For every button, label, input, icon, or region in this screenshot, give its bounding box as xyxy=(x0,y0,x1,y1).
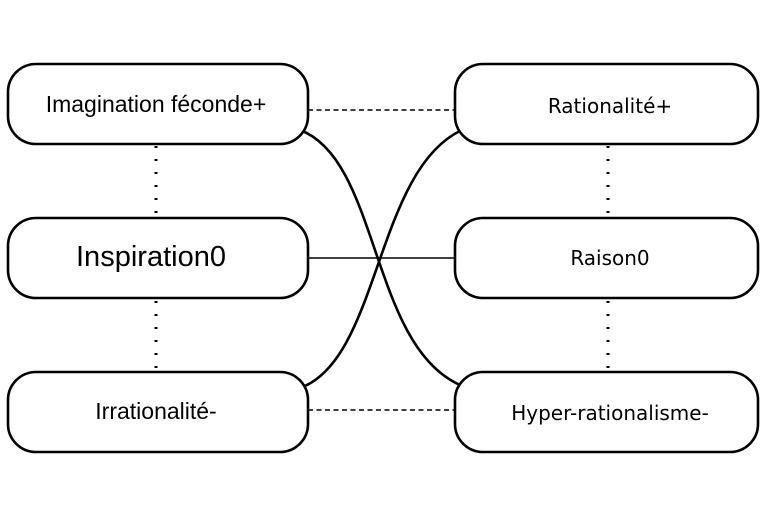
node-label: Inspiration0 xyxy=(76,241,226,273)
node-raison: Raison0 xyxy=(453,216,760,300)
node-box xyxy=(453,62,760,146)
node-irrationalite: Irrationalité- xyxy=(6,370,310,454)
curve-imagination-to-hyper-rationalisme xyxy=(299,128,461,387)
node-box xyxy=(6,216,310,300)
node-box xyxy=(6,370,310,454)
node-label: Irrationalité- xyxy=(95,398,216,424)
node-label: Imagination féconde+ xyxy=(46,91,267,117)
node-label: Rationalité+ xyxy=(548,94,672,118)
node-rationalite: Rationalité+ xyxy=(453,62,760,146)
node-inspiration: Inspiration0 xyxy=(6,216,310,300)
node-box xyxy=(453,216,760,300)
node-imagination-feconde: Imagination féconde+ xyxy=(6,62,310,146)
node-box xyxy=(6,62,310,146)
node-hyper-rationalisme: Hyper-rationalisme- xyxy=(453,370,760,454)
node-box xyxy=(453,370,760,454)
node-label: Hyper-rationalisme- xyxy=(511,401,709,425)
curve-irrationalite-to-rationalite xyxy=(299,128,463,390)
node-label: Raison0 xyxy=(570,246,649,270)
